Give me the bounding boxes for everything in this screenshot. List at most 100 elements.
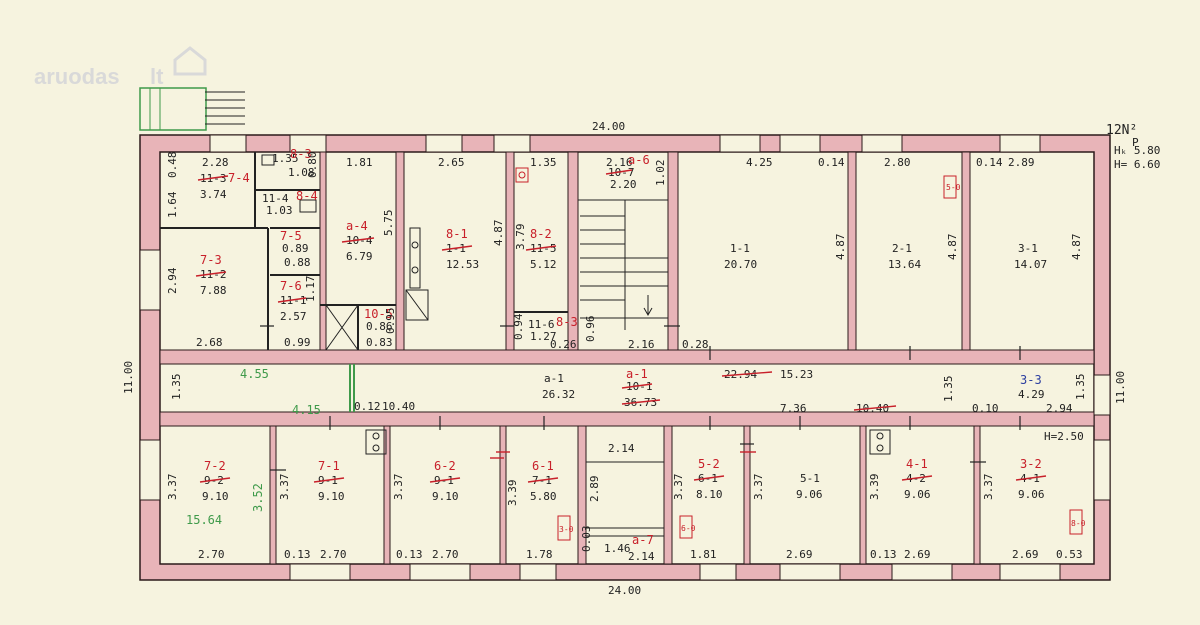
corridor-small-a: 0.12 — [354, 400, 381, 413]
bst-dim-x: 0.03 — [580, 526, 593, 553]
room-rlift: 10-5 0.86 0.83 0.95 — [364, 307, 397, 349]
b32-dim-x: 0.53 — [1056, 548, 1083, 561]
bst-dim-c: 2.14 — [628, 550, 655, 563]
sink-icon — [261, 154, 275, 166]
b61-dim-w: 1.78 — [526, 548, 553, 561]
b71-area: 9.10 — [318, 490, 345, 503]
b51-dim-w: 2.69 — [786, 548, 813, 561]
mark-e4: 8-0 — [1071, 519, 1086, 528]
room-b62: 6-2 9-1 9.10 3.37 0.13 2.70 — [392, 459, 461, 561]
plan-sub: P — [1132, 136, 1139, 149]
r31-area: 14.07 — [1014, 258, 1047, 271]
watermark-text: aruodas — [34, 64, 120, 89]
r228-code-red: 7-4 — [228, 171, 250, 185]
corridor-dim-r3: 7.36 — [780, 402, 807, 415]
room-r21: 2.80 2-1 13.64 4.87 — [884, 156, 959, 271]
b71-dim-w: 2.70 — [320, 548, 347, 561]
room-b32: H=2.50 3-2 4-1 9.06 3.37 2.69 0.53 — [982, 430, 1084, 561]
b52-area: 8.10 — [696, 488, 723, 501]
stairwell-top — [578, 199, 668, 330]
r31-dim-x: 0.14 — [976, 156, 1003, 169]
corridor-green-a: 4.55 — [240, 367, 269, 381]
corridor-green-b: 4.15 — [292, 403, 321, 417]
r21-code: 2-1 — [892, 242, 912, 255]
b32-area: 9.06 — [1018, 488, 1045, 501]
room-r73: 7-3 11-2 7.88 2.94 2.68 — [166, 253, 227, 349]
r11-dim-x: 0.14 — [818, 156, 845, 169]
b72-dim-h: 3.37 — [166, 474, 179, 501]
r82-dim-w: 1.35 — [530, 156, 557, 169]
stove-icon-2 — [869, 429, 891, 455]
room-b52: 5-2 6-1 8.10 3.37 1.81 — [672, 457, 725, 561]
b41-dim-x: 0.13 — [870, 548, 897, 561]
r76-dim-h: 1.17 — [304, 276, 317, 303]
toilet-icon — [299, 199, 317, 213]
ra4-dim-w: 1.81 — [346, 156, 373, 169]
room-bst: 2.14 2.89 0.03 1.46 a-7 2.14 — [580, 442, 655, 563]
b62-dim-x: 0.13 — [396, 548, 423, 561]
corridor-label: a-1 — [544, 372, 564, 385]
r73-code-old: 11-2 — [200, 268, 227, 281]
b62-code: 6-2 — [434, 459, 456, 473]
entrance-stair — [139, 87, 245, 131]
room-r81: 2.65 8-1 1-1 12.53 4.87 — [438, 156, 505, 271]
inner-walls — [159, 151, 1095, 565]
door-marks — [260, 325, 1021, 471]
rsmall-code: 7-5 — [280, 229, 302, 243]
room-b72: 7-2 9-2 9.10 15.64 3.37 3.52 2.70 — [166, 459, 265, 561]
b52-dim-h: 3.37 — [672, 474, 685, 501]
r73-dim-w: 2.68 — [196, 336, 223, 349]
b72-green-h: 3.52 — [251, 483, 265, 512]
r31-code: 3-1 — [1018, 242, 1038, 255]
corridor: 4.55 4.15 1.35 0.12 10.40 a-1 26.32 a-1 … — [170, 367, 1087, 417]
b71-dim-h: 3.37 — [278, 474, 291, 501]
wc1-dim: 1.35 — [272, 152, 299, 165]
wc1-code-red: 8-3 — [290, 147, 312, 161]
house-icon — [173, 46, 207, 76]
b72-green: 15.64 — [186, 513, 222, 527]
r21-dim-w: 2.80 — [884, 156, 911, 169]
b72-code: 7-2 — [204, 459, 226, 473]
corridor-dim-r-b: 15.23 — [780, 368, 813, 381]
mark-e3: 6-0 — [681, 524, 696, 533]
wc2-code: 11-4 — [262, 192, 289, 205]
b62-area: 9.10 — [432, 490, 459, 503]
b61-area: 5.80 — [530, 490, 557, 503]
r228-area: 3.74 — [200, 188, 227, 201]
b72-area: 9.10 — [202, 490, 229, 503]
room-b41: 4-1 4-2 9.06 3.39 0.13 2.69 — [868, 457, 933, 561]
room-r228: 2.28 1.64 0.48 11-3 7-4 3.74 — [166, 152, 250, 219]
r11-dim-w: 4.25 — [746, 156, 773, 169]
overall-dimensions: 24.00 24.00 11.00 11.00 — [122, 120, 1127, 597]
rlift-code: 10-5 — [364, 307, 393, 321]
corridor-dim-left: 10.40 — [382, 400, 415, 413]
bst-dim-w: 2.14 — [608, 442, 635, 455]
r83-code-red: 8-3 — [556, 315, 578, 329]
corridor-small-d: 0.10 — [972, 402, 999, 415]
b71-code: 7-1 — [318, 459, 340, 473]
bst-dim-b: 1.46 — [604, 542, 631, 555]
r82-code-old: 11-5 — [530, 242, 557, 255]
r81-code: 8-1 — [446, 227, 468, 241]
r228-dim-h: 1.64 — [166, 191, 179, 218]
r81-area: 12.53 — [446, 258, 479, 271]
outer-walls — [139, 134, 1111, 581]
stairwell-bottom — [586, 461, 664, 537]
wc2-code-red: 8-4 — [296, 189, 318, 203]
room-r31: 0.14 2.89 3-1 14.07 4.87 — [976, 156, 1083, 271]
rstair-dim-h: 1.02 — [654, 160, 667, 187]
r11-dim-h: 4.87 — [834, 234, 847, 261]
room-rsmall: 7-5 0.89 0.88 — [280, 229, 311, 269]
rstair-dim-w: 2.16 — [606, 156, 633, 169]
b41-dim-h: 3.39 — [868, 474, 881, 501]
watermark-suffix: lt — [150, 64, 164, 89]
b61-dim-h: 3.39 — [506, 480, 519, 507]
r73-code: 7-3 — [200, 253, 222, 267]
r11-code: 1-1 — [730, 242, 750, 255]
wc1-dim-x: 0.80 — [306, 152, 319, 179]
b41-area: 9.06 — [904, 488, 931, 501]
r82-dim-h: 3.79 — [514, 224, 527, 251]
room-r11: 4.25 0.14 1-1 20.70 4.87 0.28 — [682, 156, 847, 351]
dim-depth-left: 11.00 — [122, 361, 135, 394]
